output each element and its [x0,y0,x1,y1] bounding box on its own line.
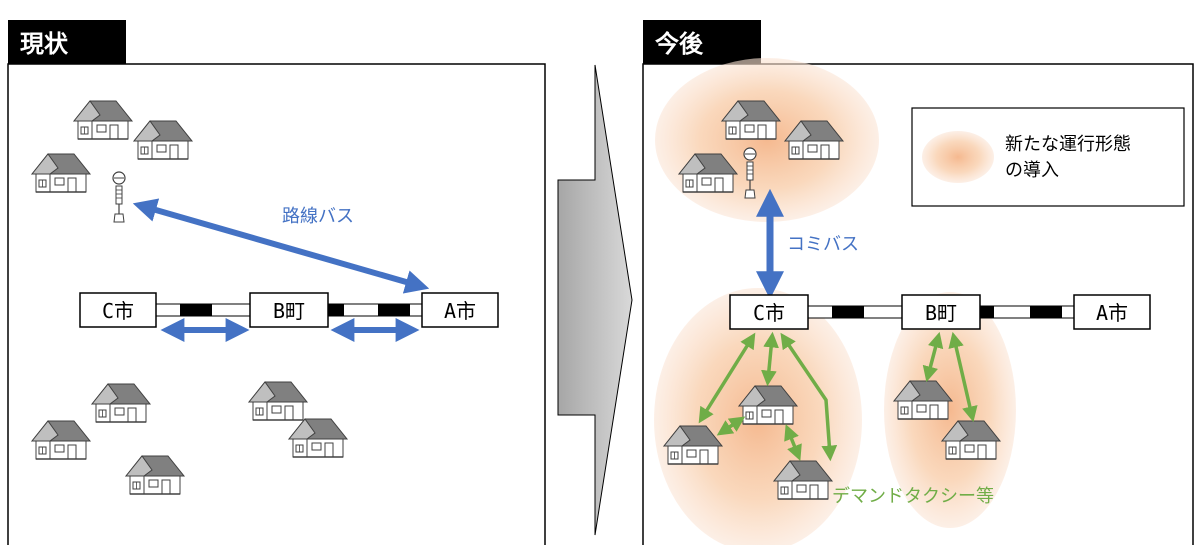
rail-segment [832,306,864,318]
demand-arrow [780,332,838,462]
new-service-area [655,58,879,222]
station-c-label: C市 [102,299,134,323]
demand-arrow [948,331,978,423]
right-panel: 今後 コミバス 新たな運行形態 の導入 C市 B町 A市 [642,20,1194,545]
rail-segment [378,304,410,316]
legend-text-line2: の導入 [1005,160,1059,181]
right-panel-tab [643,20,761,64]
station-a-label: A市 [1096,301,1128,325]
demand-taxi-label: デマンドタクシー等 [832,486,994,507]
rail-segment [978,306,994,318]
community-bus-label: コミバス [787,234,859,255]
demand-arrow [698,332,756,424]
station-b-label: B町 [925,301,957,325]
station-c-box [729,294,809,330]
demand-arrow [716,416,746,436]
rail-segment [180,304,212,316]
rail-segment [1030,306,1062,318]
station-b-box [249,292,329,328]
demand-arrow [784,424,802,461]
right-panel-title: 今後 [655,30,704,58]
route-bus-label: 路線バス [282,206,354,227]
station-a-label: A市 [444,299,476,323]
station-a-box [421,292,499,328]
transition-arrow [557,64,633,536]
station-c-box [79,292,157,328]
demand-arrow [761,331,779,387]
legend-swatch [922,131,994,183]
left-panel: 現状 路線バス C市 B町 A市 [7,20,546,545]
rail-segment [328,304,344,316]
station-a-box [1073,294,1151,330]
legend-text-line1: 新たな運行形態 [1005,134,1131,155]
demand-arrow [922,331,944,383]
left-panel-title: 現状 [20,30,69,58]
route-bus-arrow [132,198,430,294]
station-c-label: C市 [753,301,785,325]
left-panel-tab [8,20,126,64]
station-b-box [901,294,981,330]
station-b-label: B町 [273,299,305,323]
